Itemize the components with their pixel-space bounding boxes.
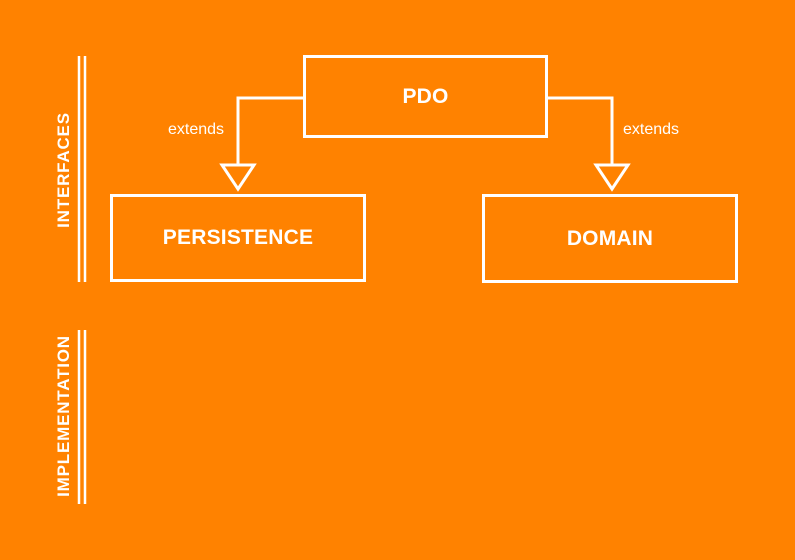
section-label-interfaces: INTERFACES xyxy=(54,112,73,228)
node-persistence-label: PERSISTENCE xyxy=(162,226,314,249)
edge-pdo-persistence xyxy=(236,96,305,165)
edge-label-right: extends xyxy=(623,121,680,138)
node-domain-label: DOMAIN xyxy=(566,226,654,250)
node-persistence: PERSISTENCE xyxy=(110,194,366,282)
node-pdo-label: PDO xyxy=(402,84,449,108)
node-domain: DOMAIN xyxy=(482,194,738,283)
edge-pdo-domain-arrowhead xyxy=(593,163,631,192)
edge-pdo-domain xyxy=(547,96,614,165)
edge-label-left: extends xyxy=(168,121,225,138)
edge-pdo-persistence-arrowhead xyxy=(219,163,257,192)
node-pdo: PDO xyxy=(303,55,548,138)
section-label-implementation: IMPLEMENTATION xyxy=(54,335,73,497)
